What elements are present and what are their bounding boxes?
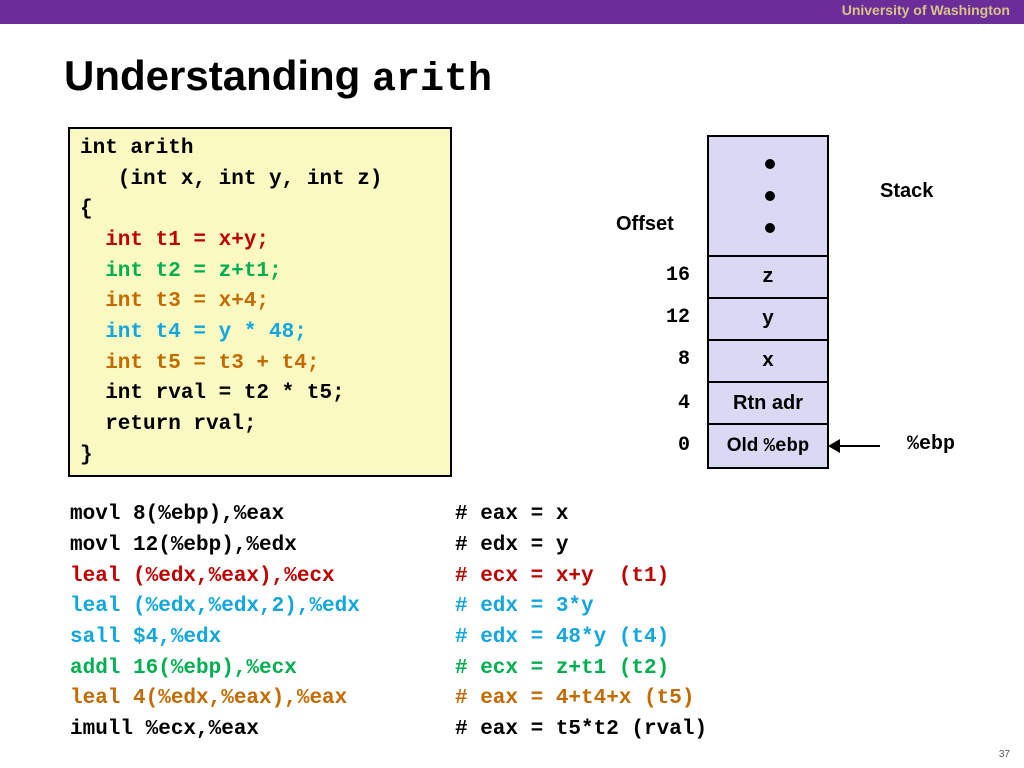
- stack-label: Stack: [880, 180, 934, 202]
- offset-8: 8: [677, 348, 690, 371]
- asm-instruction: movl 12(%ebp),%edx: [70, 534, 297, 557]
- offset-12: 12: [665, 306, 690, 329]
- asm-instruction: imull %ecx,%eax: [70, 718, 260, 741]
- offset-label: Offset: [616, 213, 674, 235]
- code-line-t3: int t3 = x+4;: [80, 290, 270, 313]
- asm-instruction: sall $4,%edx: [70, 626, 222, 649]
- offset-16: 16: [665, 264, 690, 287]
- old-ebp-text: Old %ebp: [726, 435, 810, 457]
- page-number: 37: [998, 749, 1010, 760]
- asm-comment: # ecx = z+t1 (t2): [455, 657, 670, 680]
- arrow-shaft: [836, 445, 880, 447]
- asm-instruction: leal (%edx,%edx,2),%edx: [70, 595, 360, 618]
- code-line: (int x, int y, int z): [80, 168, 383, 191]
- asm-comment: # edx = y: [455, 534, 569, 557]
- offset-4: 4: [677, 392, 690, 415]
- stack-cell-rtn-adr: Rtn adr: [707, 381, 829, 425]
- code-line-return: return rval;: [80, 413, 257, 436]
- header-bar: University of Washington: [0, 0, 1024, 24]
- code-line: {: [80, 198, 93, 221]
- stack-continuation-cell: [707, 135, 829, 257]
- asm-comment: # ecx = x+y (t1): [455, 565, 670, 588]
- stack-cell-z: z: [707, 255, 829, 299]
- asm-instruction: leal (%edx,%eax),%ecx: [70, 565, 335, 588]
- code-line-rval: int rval = t2 * t5;: [80, 382, 345, 405]
- offset-0: 0: [677, 434, 690, 457]
- code-line: int arith: [80, 137, 194, 160]
- asm-comment: # eax = 4+t4+x (t5): [455, 687, 695, 710]
- ellipsis-dot-icon: [765, 223, 775, 233]
- c-code-box: int arith (int x, int y, int z) { int t1…: [68, 127, 452, 477]
- stack-cell-old-ebp: Old %ebp: [707, 423, 829, 469]
- old-ebp-register: %ebp: [763, 435, 810, 457]
- asm-comment: # eax = t5*t2 (rval): [455, 718, 708, 741]
- ellipsis-dot-icon: [765, 159, 775, 169]
- ellipsis-dot-icon: [765, 191, 775, 201]
- stack-cell-y: y: [707, 297, 829, 341]
- title-text: Understanding: [64, 52, 373, 99]
- code-line: }: [80, 444, 93, 467]
- asm-instruction: leal 4(%edx,%eax),%eax: [70, 687, 348, 710]
- slide-title: Understanding arith: [64, 52, 492, 103]
- asm-instruction: addl 16(%ebp),%ecx: [70, 657, 297, 680]
- asm-comment: # edx = 3*y: [455, 595, 594, 618]
- stack-cell-x: x: [707, 339, 829, 383]
- asm-comment: # eax = x: [455, 503, 569, 526]
- code-line-t5: int t5 = t3 + t4;: [80, 352, 320, 375]
- ebp-pointer-label: %ebp: [907, 433, 956, 456]
- code-line-t1: int t1 = x+y;: [80, 229, 270, 252]
- code-line-t4: int t4 = y * 48;: [80, 321, 307, 344]
- title-code: arith: [372, 58, 493, 103]
- asm-instruction: movl 8(%ebp),%eax: [70, 503, 285, 526]
- org-name: University of Washington: [841, 2, 1010, 18]
- asm-comment: # edx = 48*y (t4): [455, 626, 670, 649]
- arrow-left-icon: [828, 439, 840, 453]
- code-line-t2: int t2 = z+t1;: [80, 260, 282, 283]
